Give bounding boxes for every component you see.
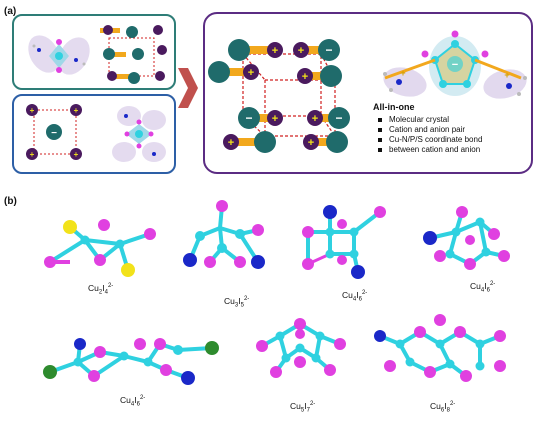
label-cu4i6-c: Cu4I62- [120,395,146,408]
label-cu4i6-a: Cu4I62- [342,290,368,303]
svg-text:−: − [452,59,458,71]
label-cu5i7: Cu5I72- [290,401,316,414]
cluster-cu5i7 [256,318,346,378]
label-cu3i5: Cu3I52- [224,296,250,309]
all-in-one-box: + + − + + − + + − + + [203,12,533,174]
svg-text:+: + [74,106,79,115]
transition-arrow-icon [178,68,198,108]
ion-pair-diagram-bottom: − + + + + [26,104,166,162]
bullet-molecular-crystal: Molecular crystal [377,115,482,125]
cluster-cu6i8 [374,314,506,382]
svg-text:−: − [335,111,342,125]
cluster-cu4i6-a [302,205,386,279]
bullet-coordinate-bond-cont: between cation and anion [377,145,482,155]
bullet-cation-anion-pair: Cation and anion pair [377,125,482,135]
svg-text:+: + [298,45,304,57]
svg-text:+: + [272,45,278,57]
svg-text:+: + [30,106,35,115]
svg-text:−: − [325,43,332,57]
cluster-cu3i5 [183,200,265,269]
molecular-packing-diagram-top [28,25,167,84]
svg-text:−: − [245,111,252,125]
all-in-one-bullets: Molecular crystal Cation and anion pair … [375,115,482,155]
label-cu4i6-b: Cu4I62- [470,281,496,294]
svg-text:+: + [302,71,308,83]
crystal-box-bottom: − + + + + [12,94,176,174]
all-in-one-diagram: + + − + + − + + − + + [208,30,527,153]
panel-b-label: (b) [4,196,17,207]
bullet-coordinate-bond: Cu-N/P/S coordinate bond [377,135,482,145]
svg-text:+: + [504,70,509,80]
cluster-cu4i6-b [423,206,510,270]
svg-text:+: + [308,137,314,149]
svg-text:+: + [228,137,234,149]
cluster-cu2i4 [44,219,156,277]
cluster-cu4i6-c [43,338,219,385]
label-cu2i4: Cu2I42- [88,283,114,296]
panel-a-label: (a) [4,6,17,17]
svg-text:+: + [400,68,405,78]
label-cu6i8: Cu6I82- [430,401,456,414]
svg-text:+: + [30,150,35,159]
svg-text:+: + [312,113,318,125]
svg-text:+: + [272,113,278,125]
svg-text:−: − [51,128,57,139]
svg-text:+: + [74,150,79,159]
svg-text:+: + [248,67,254,79]
crystal-box-top [12,14,176,90]
all-in-one-title: All-in-one [373,102,415,112]
